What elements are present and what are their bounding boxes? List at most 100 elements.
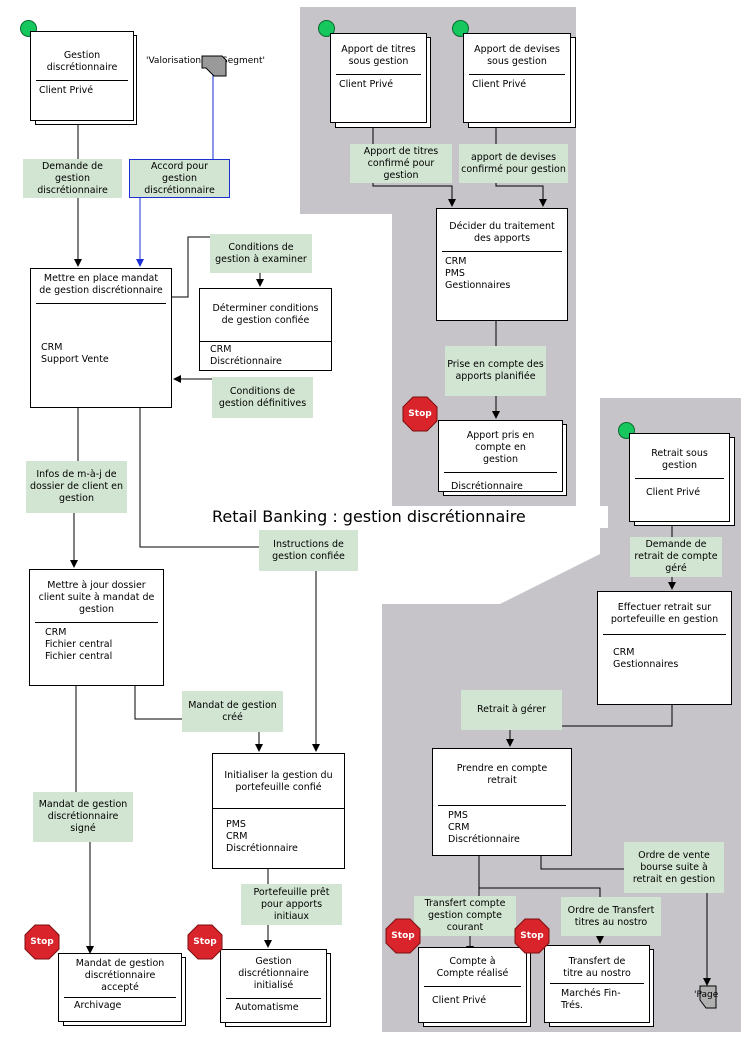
event-retrait-a-gerer[interactable]: Retrait à gérer <box>461 690 562 730</box>
event-ordre-vente[interactable]: Ordre de vente bourse suite à retrait en… <box>624 842 724 893</box>
process-resources: Client Privé <box>331 75 426 95</box>
stop-octagon-icon <box>514 918 550 954</box>
stop-octagon-icon <box>402 396 438 432</box>
resource-line: Marchés Fin-Trés. <box>561 988 621 1011</box>
stop-label: Stop <box>30 937 54 947</box>
resource-line: Client Privé <box>432 995 487 1006</box>
process-title: Mettre en place mandat de gestion discré… <box>39 273 163 296</box>
event-ordre-transfert[interactable]: Ordre de Transfert titres au nostro <box>561 897 661 936</box>
event-transfert-compte[interactable]: Transfert compte gestion compte courant <box>414 896 516 936</box>
resource-line: Client Privé <box>39 85 94 96</box>
separator <box>35 622 158 623</box>
process-resources: CRM PMS Gestionnaires <box>437 252 567 296</box>
stop-sign-compte-a-compte: Stop <box>385 918 421 954</box>
event-demande-retrait[interactable]: Demande de retrait de compte géré <box>630 537 722 577</box>
resource-line: Automatisme <box>235 1002 299 1013</box>
process-apport-devises[interactable]: Apport de devises sous gestion Client Pr… <box>463 33 571 123</box>
event-portefeuille-pret[interactable]: Portefeuille prêt pour apports initiaux <box>241 884 342 925</box>
process-mettre-a-jour-dossier[interactable]: Mettre à jour dossier client suite à man… <box>29 569 164 686</box>
resource-line: CRM <box>41 342 63 353</box>
stop-label: Stop <box>193 937 217 947</box>
process-mettre-en-place-mandat[interactable]: Mettre en place mandat de gestion discré… <box>30 268 172 408</box>
resource-line: Gestionnaires <box>613 659 679 670</box>
process-title: Apport de titres sous gestion <box>341 44 416 67</box>
process-compte-a-compte[interactable]: Compte à Compte réalisé Client Privé <box>418 947 527 1023</box>
event-mandat-cree[interactable]: Mandat de gestion créé <box>182 691 283 732</box>
process-effectuer-retrait[interactable]: Effectuer retrait sur portefeuille en ge… <box>597 591 732 705</box>
process-resources: Client Privé <box>31 81 133 101</box>
process-title: Retrait sous gestion <box>651 448 708 471</box>
event-prise-en-compte[interactable]: Prise en compte des apports planifiée <box>445 346 546 396</box>
process-title: Initialiser la gestion du portefeuille c… <box>224 770 333 793</box>
event-demande-gestion[interactable]: Demande de gestion discrétionnaire <box>23 159 122 198</box>
process-decider-traitement[interactable]: Décider du traitement des apports CRM PM… <box>436 208 568 321</box>
stop-sign-transfert-titre: Stop <box>514 918 550 954</box>
stop-label: Stop <box>520 931 544 941</box>
separator <box>200 341 331 342</box>
stop-sign-mandat: Stop <box>24 924 60 960</box>
resource-line: Archivage <box>74 1000 122 1011</box>
process-resources: Client Privé <box>630 479 729 503</box>
process-resources: Client Privé <box>464 75 570 95</box>
process-apport-pris[interactable]: Apport pris en compte en gestion Discrét… <box>438 420 563 492</box>
process-determiner-conditions[interactable]: Déterminer conditions de gestion confiée… <box>199 288 332 371</box>
process-resources: CRM Gestionnaires <box>598 635 731 675</box>
resource-line: Client Privé <box>472 79 527 90</box>
external-ref-page[interactable]: 'Page <box>694 990 719 1000</box>
event-mandat-signe[interactable]: Mandat de gestion discrétionnaire signé <box>33 792 133 842</box>
process-transfert-titre[interactable]: Transfert de titre au nostro Marchés Fin… <box>544 945 650 1023</box>
process-resources: CRM Fichier central Fichier central <box>30 623 163 667</box>
start-dot-apport-devises <box>452 20 469 37</box>
event-accord-gestion[interactable]: Accord pour gestion discrétionnaire <box>129 159 230 198</box>
process-title: Transfert de titre au nostro <box>563 956 631 979</box>
process-apport-titres[interactable]: Apport de titres sous gestion Client Pri… <box>330 33 427 123</box>
process-prendre-en-compte-retrait[interactable]: Prendre en compte retrait PMS CRM Discré… <box>432 748 572 856</box>
process-title: Décider du traitement des apports <box>449 221 555 244</box>
process-mandat-accepte[interactable]: Mandat de gestion discrétionnaire accept… <box>58 953 182 1022</box>
separator <box>64 997 176 998</box>
resource-line: Gestionnaires <box>445 280 511 291</box>
process-resources: Discrétionnaire <box>439 473 562 497</box>
process-resources: Automatisme <box>221 999 326 1018</box>
stop-octagon-icon <box>24 924 60 960</box>
process-retrait-sous-gestion[interactable]: Retrait sous gestion Client Privé <box>629 433 730 522</box>
event-apport-devises-confirme[interactable]: apport de devises confirmé pour gestion <box>459 144 568 183</box>
separator <box>36 80 128 81</box>
event-infos-maj[interactable]: Infos de m-à-j de dossier de client en g… <box>26 461 127 513</box>
resource-line: CRM <box>448 822 470 833</box>
resource-line: Support Vente <box>41 354 109 365</box>
separator <box>444 472 557 473</box>
resource-line: Discrétionnaire <box>210 356 282 367</box>
process-gestion-initialise[interactable]: Gestion discrétionnaire initialisé Autom… <box>220 949 327 1023</box>
process-resources: Archivage <box>59 998 181 1016</box>
event-conditions-definitives[interactable]: Conditions de gestion définitives <box>212 377 313 418</box>
separator <box>442 251 562 252</box>
separator <box>226 998 321 999</box>
resource-line: Client Privé <box>339 79 394 90</box>
stop-sign-apport: Stop <box>402 396 438 432</box>
resource-line: CRM <box>45 627 67 638</box>
process-title: Mandat de gestion discrétionnaire accept… <box>75 958 165 993</box>
resource-line: PMS <box>445 268 465 279</box>
process-resources: PMS CRM Discrétionnaire <box>213 809 344 859</box>
resource-line: CRM <box>210 344 232 355</box>
event-conditions-examiner[interactable]: Conditions de gestion à examiner <box>210 234 312 273</box>
process-resources: Client Privé <box>419 987 526 1011</box>
process-gestion-discretionnaire[interactable]: Gestion discrétionnaire Client Privé <box>30 31 134 121</box>
event-instructions[interactable]: Instructions de gestion confiée <box>259 530 358 571</box>
diagram-title: Retail Banking : gestion discrétionnaire <box>208 506 608 528</box>
process-title: Gestion discrétionnaire <box>46 50 118 73</box>
resource-line: Discrétionnaire <box>451 481 523 492</box>
resource-line: CRM <box>613 647 635 658</box>
separator <box>550 983 644 984</box>
separator <box>213 808 344 809</box>
event-apport-titres-confirme[interactable]: Apport de titres confirmé pour gestion <box>350 144 452 183</box>
resource-line: CRM <box>445 256 467 267</box>
stop-octagon-icon <box>385 918 421 954</box>
process-title: Effectuer retrait sur portefeuille en ge… <box>610 602 719 625</box>
process-initialiser-gestion[interactable]: Initialiser la gestion du portefeuille c… <box>212 753 345 869</box>
process-title: Déterminer conditions de gestion confiée <box>212 303 319 326</box>
separator <box>603 634 726 635</box>
